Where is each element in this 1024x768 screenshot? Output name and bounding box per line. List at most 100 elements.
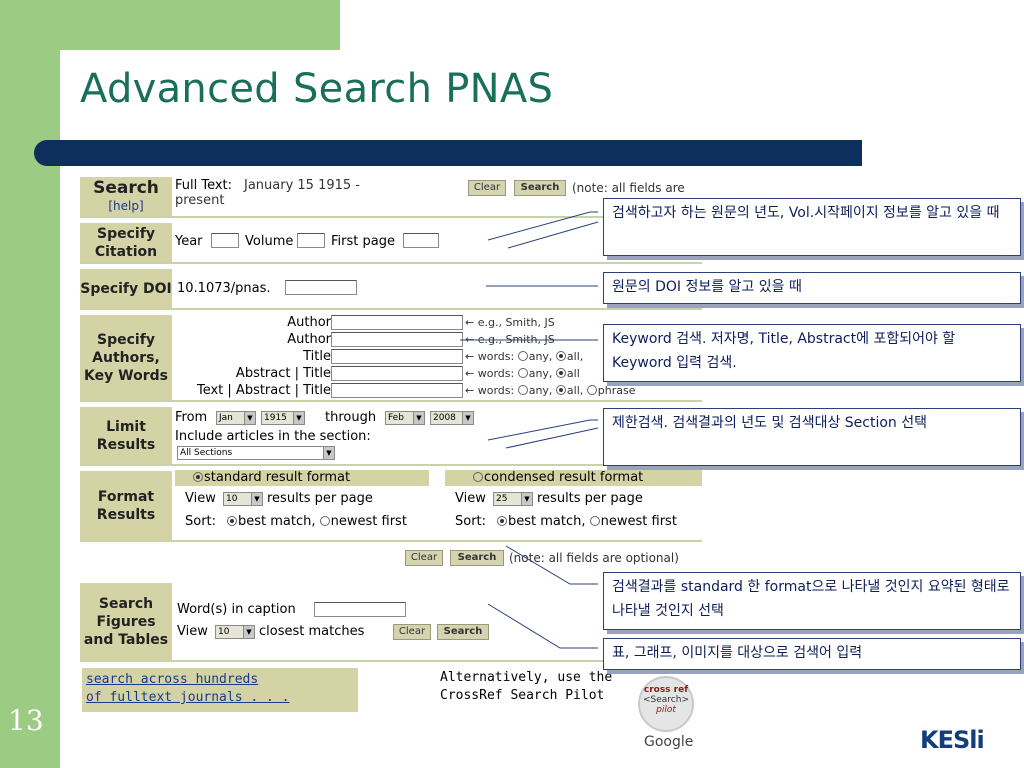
condensed-format-radio[interactable] xyxy=(473,472,483,482)
cond-view-select[interactable]: 25 ▼ xyxy=(493,492,533,506)
note-text: (note: all fields are xyxy=(572,181,685,195)
abstract-all-label: all xyxy=(566,367,580,380)
std-view-value: 10 xyxy=(226,494,238,504)
author-label-2: Author xyxy=(287,332,331,347)
from-year-value: 1915 xyxy=(264,413,287,423)
year-input[interactable] xyxy=(211,233,239,248)
author-label-1: Author xyxy=(287,315,331,330)
text-phrase-label: phrase xyxy=(597,384,636,397)
doi-input[interactable] xyxy=(285,280,357,295)
std-sort-options: best match, newest first xyxy=(227,514,407,529)
badge-bottom-text: pilot xyxy=(656,705,676,715)
figures-clear-button[interactable]: Clear xyxy=(393,624,431,640)
connector-citation-2 xyxy=(507,221,599,249)
to-month-select[interactable]: Feb▼ xyxy=(385,411,425,425)
first-page-input[interactable] xyxy=(403,233,439,248)
text-all-label: all, xyxy=(566,384,584,397)
clear-button-bottom[interactable]: Clear xyxy=(405,550,443,566)
cond-newest-radio[interactable] xyxy=(589,516,600,526)
standard-format-option[interactable]: standard result format xyxy=(175,470,429,486)
caption-input[interactable] xyxy=(314,602,406,617)
text-abstract-title-label: Text | Abstract | Title xyxy=(196,383,331,398)
std-best-match-radio[interactable] xyxy=(227,516,237,526)
abstract-any-radio[interactable] xyxy=(517,368,528,378)
optional-note: (note: all fields are optional) xyxy=(509,551,679,565)
title-label: Title xyxy=(303,349,331,364)
clear-button[interactable]: Clear xyxy=(468,180,506,196)
chevron-down-icon: ▼ xyxy=(251,493,262,505)
std-newest-label: newest first xyxy=(330,514,407,529)
include-label: Include articles in the section: xyxy=(175,429,371,444)
volume-input[interactable] xyxy=(297,233,325,248)
cond-per-page-label: results per page xyxy=(537,491,643,506)
title-all-label: all, xyxy=(566,350,584,363)
crossref-link-line1[interactable]: search across hundreds xyxy=(86,672,259,687)
section-select-value: All Sections xyxy=(180,448,233,458)
connector-format xyxy=(505,545,598,585)
from-label: From xyxy=(175,410,208,425)
figures-view-select[interactable]: 10▼ xyxy=(215,625,255,639)
crossref-search-pilot-badge[interactable]: cross ref <Search> pilot xyxy=(638,676,694,732)
callout-format: 검색결과를 standard 한 format으로 나타낼 것인지 요약된 형태… xyxy=(603,572,1021,630)
from-month-value: Jan xyxy=(219,413,233,423)
condensed-format-option[interactable]: condensed result format xyxy=(445,470,702,486)
chevron-down-icon: ▼ xyxy=(521,493,532,505)
text-any-radio[interactable] xyxy=(517,385,528,395)
volume-label: Volume xyxy=(245,234,294,249)
slide-number: 13 xyxy=(8,704,44,737)
text-phrase-radio[interactable] xyxy=(586,385,597,395)
text-all-radio[interactable] xyxy=(555,385,566,395)
connector-limit-2 xyxy=(505,427,599,449)
std-best-match-label: best match, xyxy=(238,514,316,529)
full-text-label: Full Text: xyxy=(175,178,233,193)
first-page-label: First page xyxy=(331,234,395,249)
standard-format-label: standard result format xyxy=(204,470,351,485)
cond-view-value: 25 xyxy=(496,494,508,504)
cond-sort-label: Sort: xyxy=(455,514,487,529)
doi-section: Specify DOI 10.1073/pnas. xyxy=(80,268,702,310)
figures-section: Search Figures and Tables Word(s) in cap… xyxy=(80,582,702,662)
search-section-label: Search [help] xyxy=(80,176,172,216)
badge-mid-text: <Search> xyxy=(642,695,689,705)
std-newest-radio[interactable] xyxy=(319,516,330,526)
section-select[interactable]: All Sections▼ xyxy=(177,446,335,460)
badge-top-text: cross ref xyxy=(643,685,689,695)
slide-title: Advanced Search PNAS xyxy=(80,66,554,112)
citation-section: Specify Citation Year Volume First page xyxy=(80,222,702,264)
callout-citation: 검색하고자 하는 원문의 년도, Vol.시작페이지 정보를 알고 있을 때 xyxy=(603,198,1021,256)
from-month-select[interactable]: Jan▼ xyxy=(216,411,256,425)
authors-section-label: Specify Authors, Key Words xyxy=(80,314,172,400)
authors-section: Specify Authors, Key Words Author ← e.g.… xyxy=(80,314,702,402)
text-abstract-title-input[interactable] xyxy=(331,383,463,398)
title-any-radio[interactable] xyxy=(517,351,528,361)
crossref-link-line2[interactable]: of fulltext journals . . . xyxy=(86,690,290,705)
text-hint: ← words: any, all, phrase xyxy=(465,384,636,397)
citation-section-label: Specify Citation xyxy=(80,222,172,262)
search-button-bottom[interactable]: Search xyxy=(450,550,504,566)
crossref-link-box: search across hundreds of fulltext journ… xyxy=(82,668,358,712)
figures-search-button[interactable]: Search xyxy=(437,624,489,640)
search-label: Search xyxy=(93,177,159,198)
help-link[interactable]: [help] xyxy=(108,198,144,213)
year-label: Year xyxy=(175,234,203,249)
standard-format-radio[interactable] xyxy=(193,472,203,482)
to-year-select[interactable]: 2008▼ xyxy=(430,411,474,425)
connector-limit xyxy=(487,419,598,441)
connector-figures xyxy=(487,603,598,649)
cond-best-match-radio[interactable] xyxy=(497,516,507,526)
abstract-title-input[interactable] xyxy=(331,366,463,381)
title-all-radio[interactable] xyxy=(555,351,566,361)
std-view-label: View xyxy=(185,491,216,506)
abstract-all-radio[interactable] xyxy=(555,368,566,378)
std-view-select[interactable]: 10 ▼ xyxy=(223,492,263,506)
std-per-page-label: results per page xyxy=(267,491,373,506)
full-text-range-start: January 15 1915 - xyxy=(244,178,360,193)
action-row: Clear Search (note: all fields are optio… xyxy=(80,546,702,574)
title-input[interactable] xyxy=(331,349,463,364)
search-button[interactable]: Search xyxy=(514,180,566,196)
abstract-any-label: any, xyxy=(528,367,553,380)
std-sort-label: Sort: xyxy=(185,514,217,529)
author-input-1[interactable] xyxy=(331,315,463,330)
callout-doi: 원문의 DOI 정보를 알고 있을 때 xyxy=(603,272,1021,304)
from-year-select[interactable]: 1915▼ xyxy=(261,411,305,425)
